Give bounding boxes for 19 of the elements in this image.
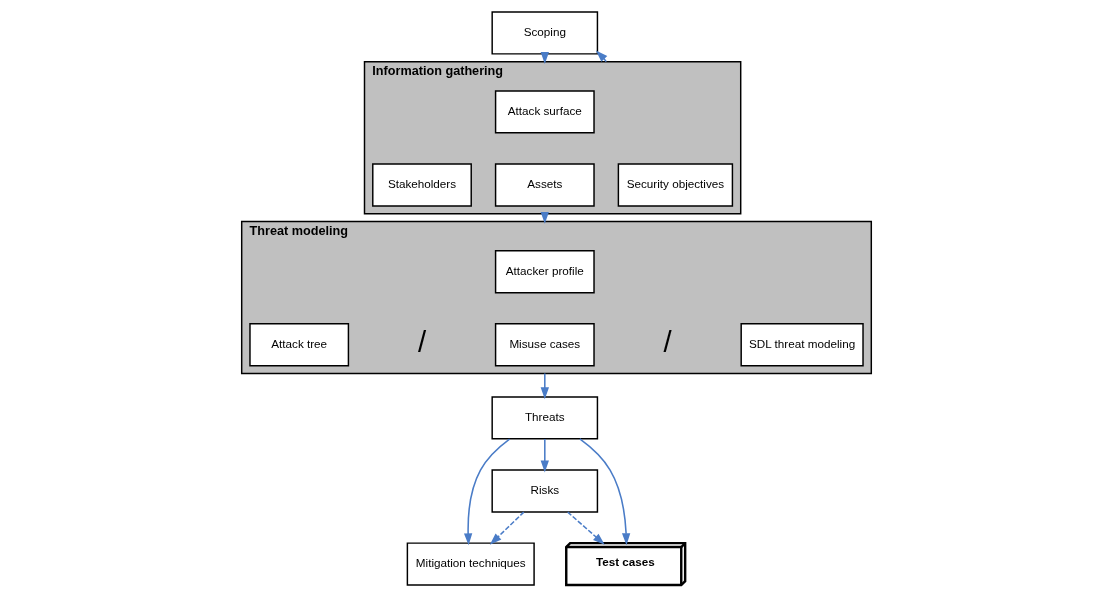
node-box: Misuse cases (494, 323, 595, 367)
arrow (567, 511, 605, 545)
node-box: Mitigation techniques (406, 542, 535, 586)
node-box: Risks (491, 469, 599, 513)
arrow (579, 438, 631, 546)
node-box: Threats (491, 396, 599, 440)
label: / (663, 326, 672, 359)
node-box: Assets (494, 163, 595, 207)
arrow (540, 372, 549, 400)
node-box: SDL threat modeling (740, 323, 864, 367)
node-box: Attack surface (494, 90, 595, 134)
arrow (540, 438, 549, 473)
node-box: Stakeholders (372, 163, 472, 207)
arrow (489, 511, 525, 545)
arrow (463, 438, 511, 546)
node-box: Attack tree (249, 323, 350, 367)
node-box: Security objectives (617, 163, 734, 207)
node-box: Attacker profile (494, 250, 595, 294)
label: / (417, 326, 427, 359)
